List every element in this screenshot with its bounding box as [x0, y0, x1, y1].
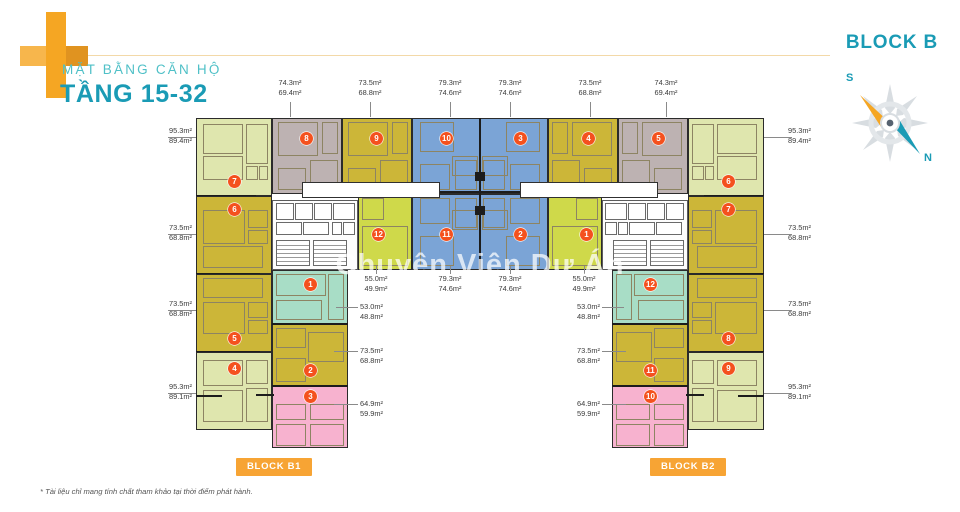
unit-badge-mid-2[interactable]: 2	[514, 228, 527, 241]
leader-top-3	[450, 102, 451, 117]
logo-horizontal-bar-dark	[66, 46, 88, 66]
unit-badge-right-9[interactable]: 9	[722, 362, 735, 375]
leader-top-6	[666, 102, 667, 117]
unit-badge-top-5[interactable]: 5	[652, 132, 665, 145]
stair-left-a	[276, 240, 310, 266]
unit-badge-mid-1[interactable]: 1	[580, 228, 593, 241]
unit-badge-top-9[interactable]: 9	[370, 132, 383, 145]
leader-top-2	[370, 102, 371, 117]
unit-block-top-5[interactable]	[618, 118, 688, 194]
page-title: TẦNG 15-32	[60, 80, 208, 108]
unit-block-mid-12[interactable]	[358, 194, 412, 270]
unit-badge-inner-left-2[interactable]: 2	[304, 364, 317, 377]
logo-vertical-bar	[46, 12, 66, 98]
unit-badge-right-7[interactable]: 7	[722, 203, 735, 216]
leader-top-1	[290, 102, 291, 117]
unit-badge-top-4[interactable]: 4	[582, 132, 595, 145]
corridor-right	[520, 182, 658, 198]
stair-right-a	[613, 240, 647, 266]
header-divider	[88, 55, 830, 56]
unit-badge-mid-11[interactable]: 11	[440, 228, 453, 241]
unit-badge-inner-right-11[interactable]: 11	[644, 364, 657, 377]
unit-badge-inner-right-10[interactable]: 10	[644, 390, 657, 403]
unit-badge-inner-left-3[interactable]: 3	[304, 390, 317, 403]
compass-rose: S N	[838, 68, 942, 174]
unit-block-top-9[interactable]	[342, 118, 412, 194]
unit-badge-left-4[interactable]: 4	[228, 362, 241, 375]
footnote-disclaimer: * Tài liệu chỉ mang tính chất tham khảo …	[40, 487, 253, 496]
page-header: MẶT BẰNG CĂN HỘ TẦNG 15-32 BLOCK B S N	[0, 0, 960, 164]
unit-badge-mid-12[interactable]: 12	[372, 228, 385, 241]
unit-badge-top-8[interactable]: 8	[300, 132, 313, 145]
corridor-left	[302, 182, 440, 198]
unit-badge-right-8[interactable]: 8	[722, 332, 735, 345]
unit-block-right-6[interactable]	[688, 118, 764, 196]
page-subtitle: MẶT BẰNG CĂN HỘ	[62, 62, 222, 77]
stair-right-b	[650, 240, 684, 266]
stair-left-b	[313, 240, 347, 266]
compass-icon	[852, 84, 928, 162]
unit-badge-top-3[interactable]: 3	[514, 132, 527, 145]
block-label-b2: BLOCK B2	[650, 458, 727, 476]
unit-badge-top-10[interactable]: 10	[440, 132, 453, 145]
unit-badge-inner-right-12[interactable]: 12	[644, 278, 657, 291]
unit-badge-right-6[interactable]: 6	[722, 175, 735, 188]
compass-north-label: N	[924, 152, 932, 164]
unit-badge-left-6[interactable]: 6	[228, 203, 241, 216]
leader-top-5	[590, 102, 591, 117]
leader-top-4	[510, 102, 511, 117]
compass-south-label: S	[846, 72, 854, 84]
block-title: BLOCK B	[845, 32, 938, 53]
unit-badge-inner-left-1[interactable]: 1	[304, 278, 317, 291]
unit-block-mid-1[interactable]	[548, 194, 602, 270]
block-label-b1: BLOCK B1	[236, 458, 313, 476]
unit-block-top-8[interactable]	[272, 118, 342, 194]
unit-badge-left-5[interactable]: 5	[228, 332, 241, 345]
unit-badge-left-7[interactable]: 7	[228, 175, 241, 188]
unit-block-top-4[interactable]	[548, 118, 618, 194]
